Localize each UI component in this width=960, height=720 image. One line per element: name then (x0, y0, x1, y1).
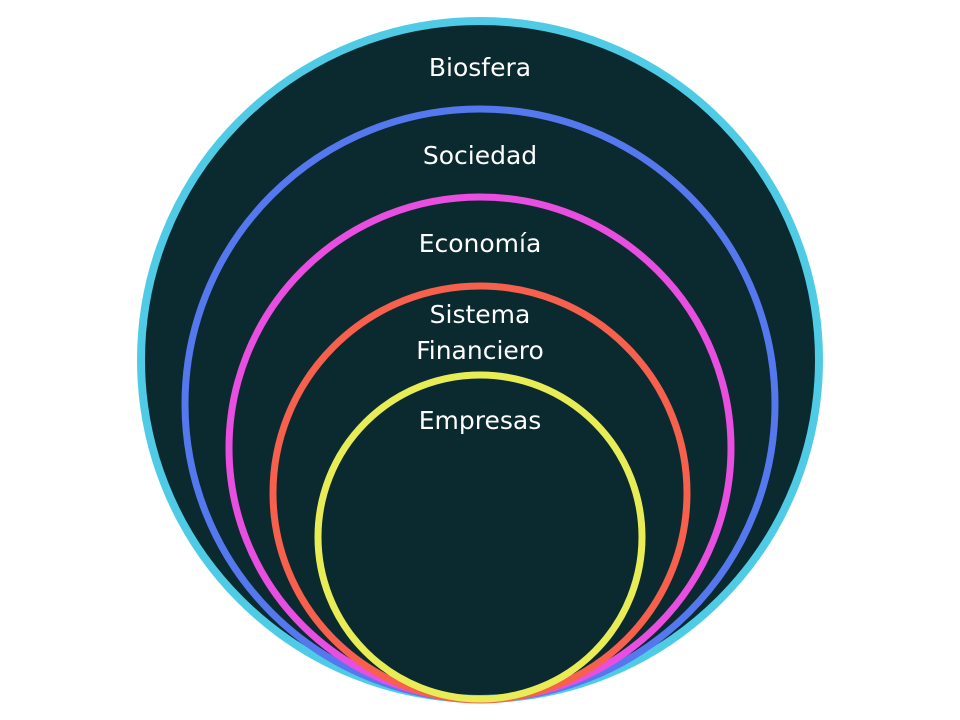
empresas-circle (314, 371, 646, 703)
financiero-label: Financiero (416, 336, 544, 365)
sociedad-label: Sociedad (423, 141, 537, 170)
empresas-label: Empresas (419, 406, 542, 435)
economia-label: Economía (419, 229, 542, 258)
biosfera-label: Biosfera (429, 53, 531, 82)
sistema-label: Sistema (430, 300, 531, 329)
